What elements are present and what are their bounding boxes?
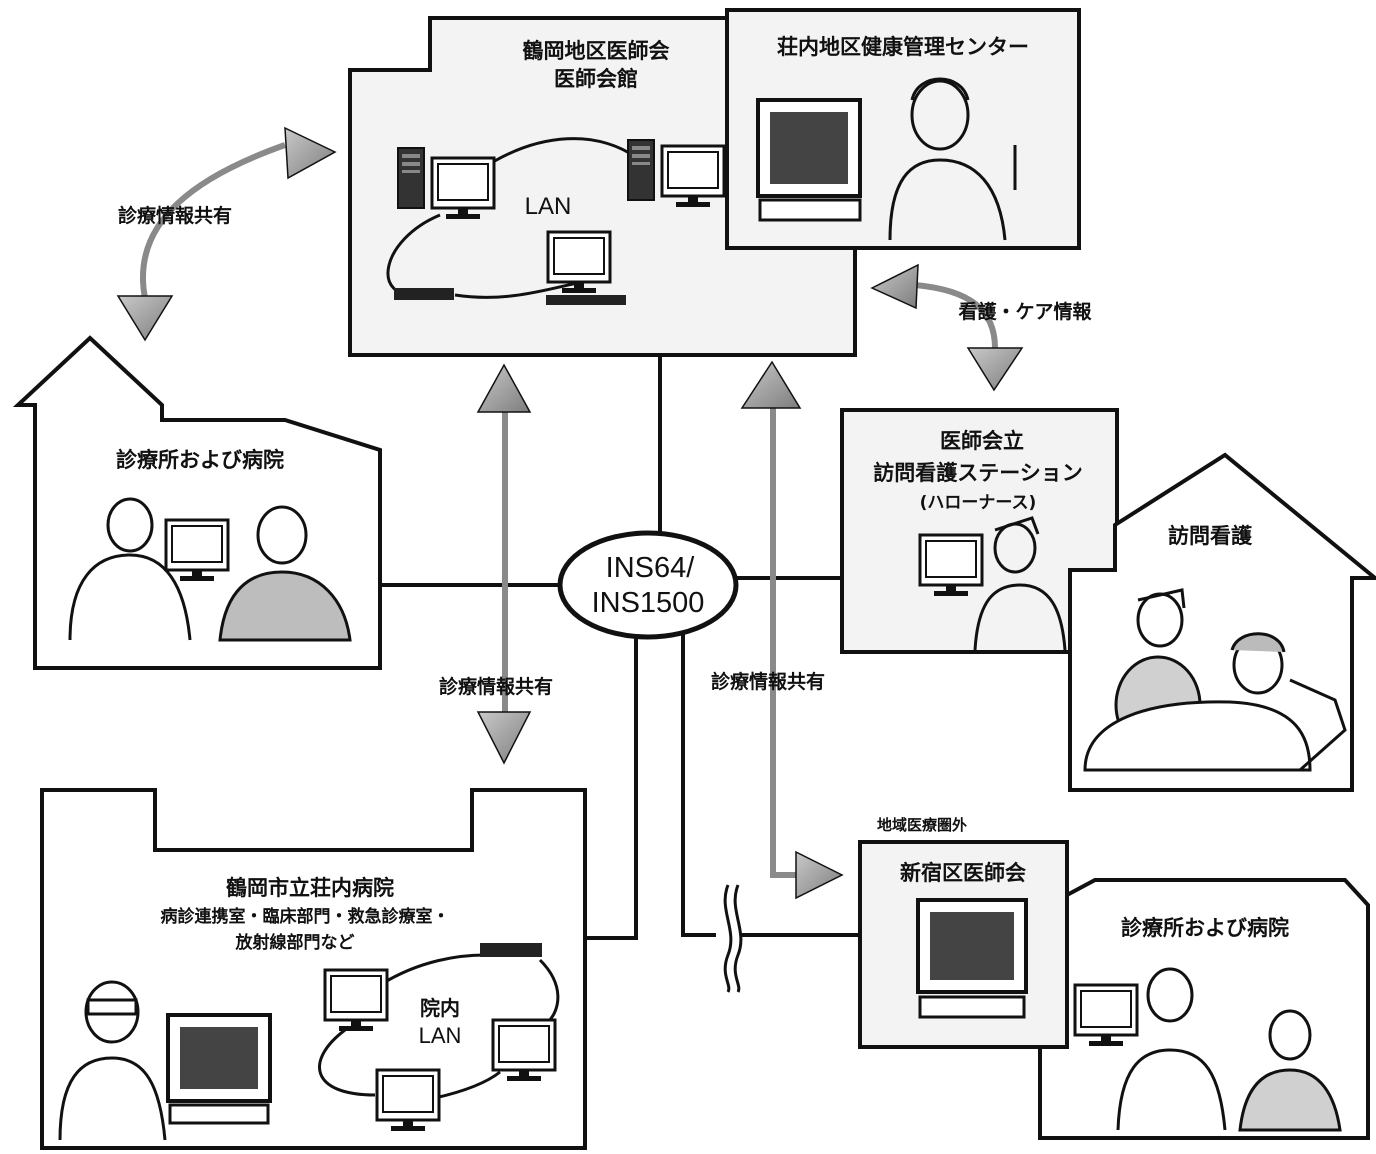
hospital-lan-label-1: 院内 bbox=[420, 996, 460, 1020]
ishikai-kaikan-title-2: 医師会館 bbox=[554, 67, 638, 91]
patient-icon bbox=[1238, 1009, 1342, 1132]
arrow-center-right bbox=[740, 360, 844, 900]
monitor-icon bbox=[916, 898, 1028, 1019]
ishikai-kaikan-title-1: 鶴岡地区医師会 bbox=[523, 39, 670, 63]
shonai-hospital-building: 鶴岡市立荘内病院 病診連携室・臨床部門・救急診療室・ 放射線部門など 院内 LA… bbox=[40, 788, 587, 1150]
hub-icon bbox=[480, 943, 542, 957]
houmon-station-title-1: 医師会立 bbox=[940, 429, 1024, 453]
network-label-1: INS64/ bbox=[606, 552, 696, 584]
hospital-title-1: 鶴岡市立荘内病院 bbox=[226, 876, 394, 900]
server-tower-icon bbox=[627, 139, 655, 201]
houmon-kango-title: 訪問看護 bbox=[1168, 524, 1253, 548]
shinjuku-ishikai-box: 地域医療圏外 新宿区医師会 bbox=[858, 816, 1069, 1049]
patient-icon bbox=[218, 505, 352, 642]
hospital-lan-label-2: LAN bbox=[419, 1023, 462, 1048]
break-mark-icon bbox=[716, 880, 743, 993]
doctor-icon bbox=[58, 980, 167, 1141]
server-tower-icon bbox=[397, 147, 425, 209]
arrow-right bbox=[870, 263, 1024, 392]
clinic-left-title: 診療所および病院 bbox=[116, 448, 284, 472]
keyboard-icon bbox=[546, 295, 626, 305]
network-lines bbox=[375, 355, 860, 940]
houmon-station-title-2: 訪問看護ステーション bbox=[873, 461, 1083, 485]
patient-icon bbox=[1230, 632, 1286, 695]
outside-region-label: 地域医療圏外 bbox=[877, 816, 967, 834]
lan-cable bbox=[318, 953, 560, 1100]
hub-icon bbox=[394, 288, 454, 300]
arrow-label-center-right: 診療情報共有 bbox=[711, 670, 825, 693]
clinic-right-house: 診療所および病院 bbox=[1038, 878, 1370, 1140]
houmon-station-title-3: (ハローナース) bbox=[920, 493, 1037, 513]
kenko-center-box: 荘内地区健康管理センター bbox=[725, 8, 1081, 250]
arrow-center-left bbox=[476, 363, 532, 765]
clinic-right-title: 診療所および病院 bbox=[1121, 916, 1289, 940]
arrow-label-right: 看護・ケア情報 bbox=[957, 300, 1092, 323]
doctor-icon bbox=[68, 497, 192, 641]
network-label-2: INS1500 bbox=[592, 587, 705, 619]
kenko-center-title: 荘内地区健康管理センター bbox=[777, 35, 1029, 59]
lan-label: LAN bbox=[525, 193, 572, 220]
doctor-icon bbox=[1116, 967, 1227, 1131]
monitor-icon bbox=[166, 1013, 272, 1125]
doctor-icon bbox=[888, 77, 1017, 241]
clinic-left-house: 診療所および病院 bbox=[12, 335, 382, 670]
arrow-label-center-left: 診療情報共有 bbox=[439, 675, 553, 698]
arrow-top-left bbox=[116, 126, 337, 342]
houmon-kango-house: 訪問看護 bbox=[1068, 452, 1376, 792]
nurse-icon bbox=[973, 516, 1067, 651]
monitor-icon bbox=[756, 98, 862, 222]
bed-icon bbox=[1083, 678, 1347, 772]
arrow-label-top-left: 診療情報共有 bbox=[118, 204, 232, 227]
hospital-title-3: 放射線部門など bbox=[235, 932, 355, 953]
shinjuku-title: 新宿区医師会 bbox=[900, 861, 1026, 885]
hospital-title-2: 病診連携室・臨床部門・救急診療室・ bbox=[161, 906, 450, 927]
network-node: INS64/ INS1500 bbox=[557, 530, 739, 640]
